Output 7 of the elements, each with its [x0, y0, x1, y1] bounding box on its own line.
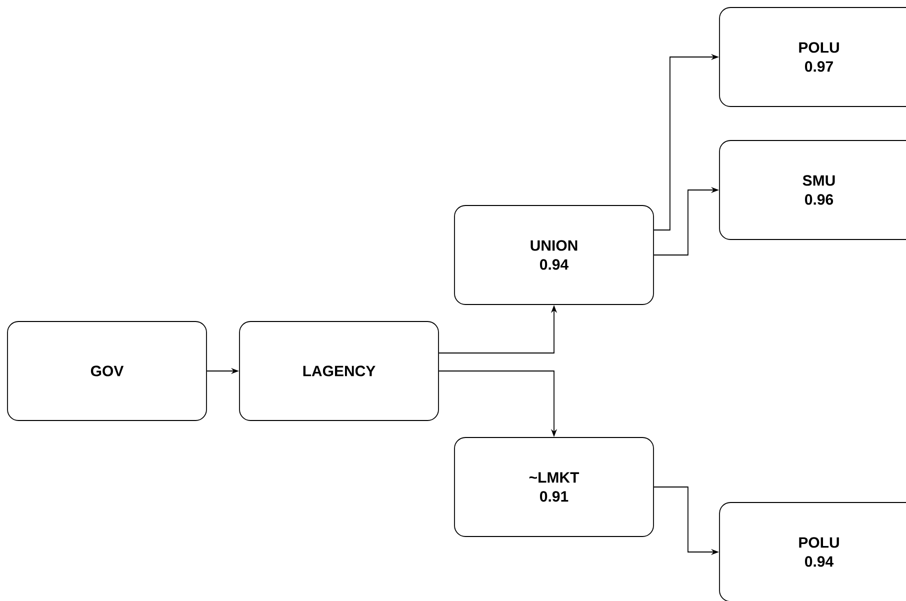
- process-box: ~LMKT 0.91: [454, 437, 654, 537]
- process-box: POLU 0.94: [719, 502, 906, 601]
- process-box: POLU 0.97: [719, 7, 906, 107]
- process-box: LAGENCY: [239, 321, 439, 421]
- process-box: UNION 0.94: [454, 205, 654, 305]
- process-box: GOV: [7, 321, 207, 421]
- process-box: SMU 0.96: [719, 140, 906, 240]
